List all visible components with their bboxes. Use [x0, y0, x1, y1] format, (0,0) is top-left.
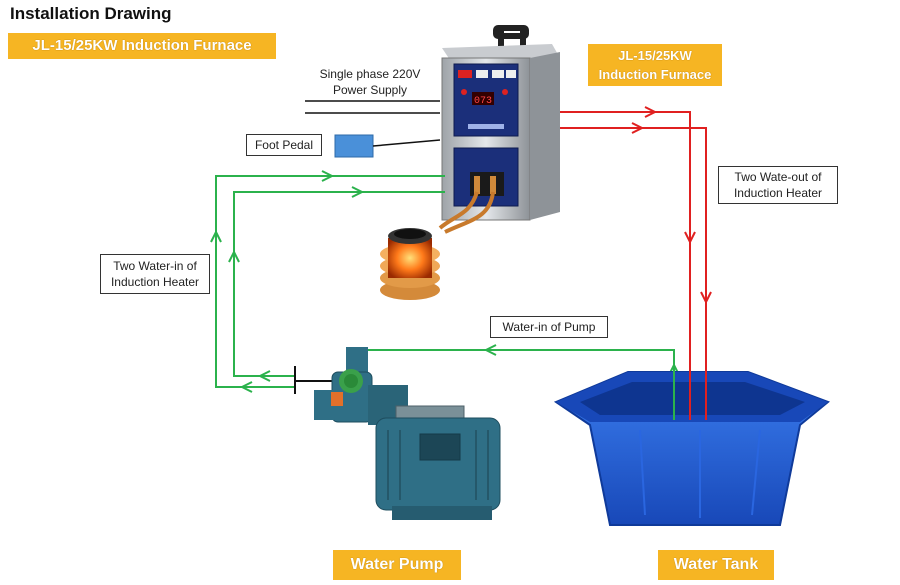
water-in-label: Two Water-in of Induction Heater	[100, 254, 210, 294]
water-pump	[314, 347, 501, 520]
page-title: Installation Drawing	[10, 4, 172, 23]
tank-pipes	[673, 370, 707, 420]
furnace-banner: JL-15/25KW Induction Furnace	[588, 44, 722, 86]
furnace-banner-line2: Induction Furnace	[598, 67, 712, 82]
induction-coil	[380, 191, 495, 300]
main-banner: JL-15/25KW Induction Furnace	[8, 33, 276, 59]
induction-furnace: 073	[441, 25, 560, 221]
water-out-line2: Induction Heater	[733, 186, 823, 200]
water-in-arrows	[210, 170, 680, 393]
water-in-line1: Two Water-in of	[113, 259, 197, 273]
power-supply-label: Single phase 220V Power Supply	[316, 66, 424, 98]
water-in-line2: Induction Heater	[110, 275, 200, 289]
water-out-lines	[560, 111, 707, 420]
power-supply-line2: Power Supply	[332, 83, 408, 97]
water-pump-banner: Water Pump	[333, 550, 461, 580]
water-out-line1: Two Wate-out of	[734, 170, 822, 184]
water-out-label: Two Wate-out of Induction Heater	[718, 166, 838, 204]
foot-pedal-icon	[334, 134, 374, 158]
foot-pedal-label: Foot Pedal	[246, 134, 322, 156]
foot-pedal-cable	[372, 139, 441, 147]
water-tank-banner: Water Tank	[658, 550, 774, 580]
power-supply-line1: Single phase 220V	[319, 67, 421, 81]
power-wires	[305, 100, 440, 114]
water-out-arrows	[631, 106, 712, 305]
furnace-display-readout: 073	[474, 96, 492, 107]
pump-inlet-label: Water-in of Pump	[490, 316, 608, 338]
water-tank	[553, 371, 830, 526]
furnace-banner-line1: JL-15/25KW	[618, 48, 692, 63]
